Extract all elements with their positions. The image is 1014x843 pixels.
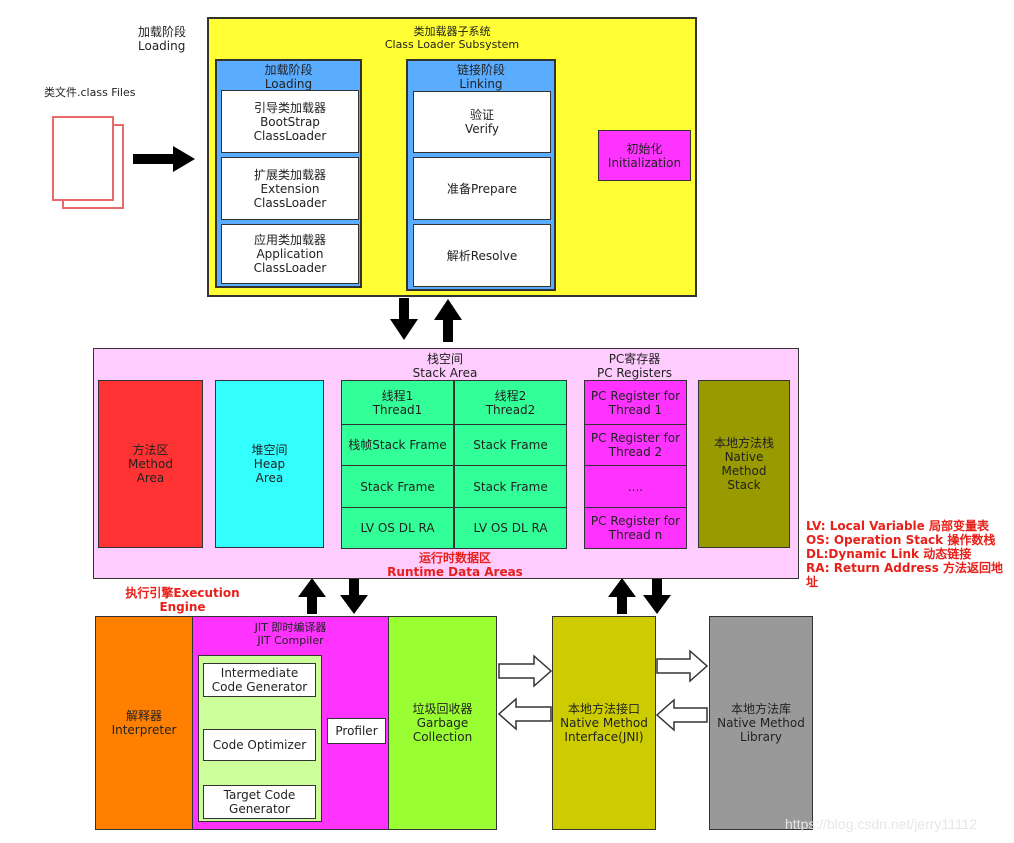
arrow-runtime-up	[434, 299, 462, 342]
arrow-engine-up	[298, 578, 326, 614]
initialization-step: 初始化 Initialization	[598, 130, 691, 181]
legend-ra: RA: Return Address 方法返回地址	[806, 561, 1004, 589]
legend-dl: DL:Dynamic Link 动态链接	[806, 547, 972, 561]
native-method-library: 本地方法库 Native Method Library	[709, 616, 813, 830]
method-area: 方法区 Method Area	[98, 380, 203, 548]
thread2-header: 线程2 Thread2	[454, 380, 567, 425]
pc-register-thread-1: PC Register for Thread 1	[584, 380, 687, 425]
thread1-header: 线程1 Thread1	[341, 380, 454, 425]
arrow-gc-to-jni	[498, 654, 553, 688]
profiler: Profiler	[327, 718, 386, 744]
application-classloader: 应用类加载器 Application ClassLoader	[221, 224, 359, 284]
prepare-step: 准备Prepare	[413, 157, 551, 220]
execution-engine-label: 执行引擎Execution Engine	[125, 586, 240, 614]
legend: LV: Local Variable 局部变量表 OS: Operation S…	[806, 519, 1011, 589]
loading-title: 加载阶段 Loading	[264, 63, 313, 91]
interpreter: 解释器 Interpreter	[95, 616, 193, 830]
heap-area: 堆空间 Heap Area	[215, 380, 324, 548]
arrow-subsystem-down	[390, 298, 418, 340]
thread1-frame-2: Stack Frame	[341, 465, 454, 508]
pc-register-ellipsis: ....	[584, 465, 687, 508]
resolve-step: 解析Resolve	[413, 224, 551, 287]
code-optimizer: Code Optimizer	[203, 729, 316, 761]
bootstrap-classloader: 引导类加载器 BootStrap ClassLoader	[221, 90, 359, 153]
pc-register-thread-n: PC Register for Thread n	[584, 507, 687, 549]
native-method-stack: 本地方法栈 Native Method Stack	[698, 380, 790, 548]
arrow-runtime-down-jni	[643, 578, 671, 614]
jit-title: JIT 即时编译器 JIT Compiler	[254, 621, 327, 647]
class-files-label: 类文件.class Files	[44, 86, 136, 99]
target-code-generator: Target Code Generator	[203, 785, 316, 819]
arrow-runtime-down-engine	[340, 578, 368, 614]
pc-registers-title: PC寄存器 PC Registers	[596, 352, 673, 380]
extension-classloader: 扩展类加载器 Extension ClassLoader	[221, 157, 359, 220]
thread2-frame-2: Stack Frame	[454, 465, 567, 508]
arrow-jni-up	[608, 578, 636, 614]
loading-outer-label: 加载阶段 Loading	[138, 25, 187, 53]
arrow-files-to-loading	[133, 146, 195, 172]
garbage-collection: 垃圾回收器 Garbage Collection	[388, 616, 497, 830]
thread1-frame-3: LV OS DL RA	[341, 507, 454, 549]
thread1-frame-1: 栈帧Stack Frame	[341, 424, 454, 466]
thread2-frame-1: Stack Frame	[454, 424, 567, 466]
linking-title: 链接阶段 Linking	[456, 63, 505, 91]
thread2-frame-3: LV OS DL RA	[454, 507, 567, 549]
intermediate-code-generator: Intermediate Code Generator	[203, 663, 316, 697]
arrow-library-to-jni	[655, 698, 708, 732]
native-method-interface: 本地方法接口 Native Method Interface(JNI)	[552, 616, 656, 830]
runtime-data-areas-label: 运行时数据区 Runtime Data Areas	[387, 551, 523, 579]
subsystem-title: 类加载器子系统 Class Loader Subsystem	[384, 25, 520, 51]
verify-step: 验证 Verify	[413, 91, 551, 153]
legend-os: OS: Operation Stack 操作数栈	[806, 533, 996, 547]
arrow-jni-to-gc	[497, 697, 552, 731]
stack-area-title: 栈空间 Stack Area	[412, 352, 478, 380]
watermark: https://blog.csdn.net/jerry11112	[785, 816, 978, 832]
pc-register-thread-2: PC Register for Thread 2	[584, 424, 687, 466]
legend-lv: LV: Local Variable 局部变量表	[806, 519, 989, 533]
class-file-icon	[52, 116, 124, 209]
arrow-jni-to-library	[656, 649, 709, 683]
